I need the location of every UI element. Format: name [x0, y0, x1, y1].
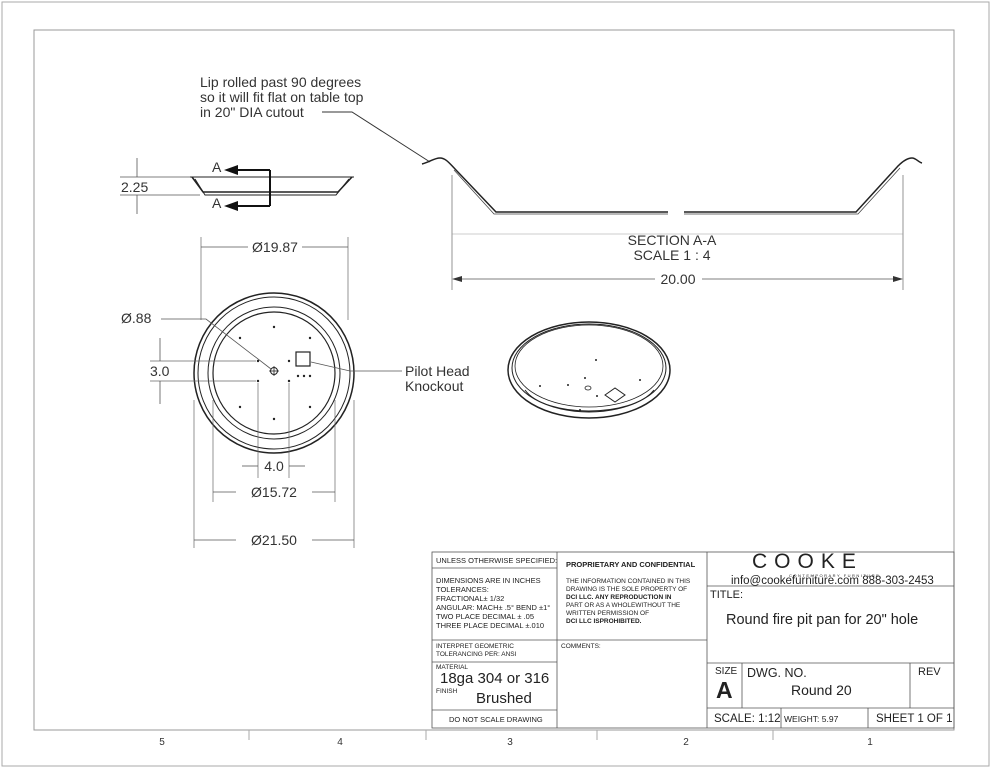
- dim-offset-y: 3.0: [150, 363, 170, 379]
- sheet-field: SHEET 1 OF 1: [876, 713, 953, 725]
- title-label: TITLE:: [710, 589, 744, 601]
- do-not-scale: DO NOT SCALE DRAWING: [449, 715, 543, 724]
- finish-label: FINISH: [436, 688, 458, 695]
- section-marker-bottom: A: [212, 195, 222, 211]
- material-label: MATERIAL: [436, 664, 469, 671]
- annotation-leader: [322, 111, 431, 163]
- dim-bottom: Ø15.72: [251, 484, 297, 500]
- title-block-grid: [431, 551, 955, 729]
- section-title: SECTION A-A: [628, 232, 717, 248]
- interpret-note: INTERPRET GEOMETRIC TOLERANCING PER: ANS…: [436, 643, 516, 659]
- size-label: SIZE: [715, 666, 738, 677]
- weight-field: WEIGHT: 5.97: [784, 714, 839, 724]
- unless-specified: UNLESS OTHERWISE SPECIFIED:: [436, 556, 558, 565]
- proprietary-line: WRITTEN PERMISSION OF: [566, 610, 650, 617]
- proprietary-title: PROPRIETARY AND CONFIDENTIAL: [566, 560, 696, 569]
- scale-field: SCALE: 1:12: [714, 713, 781, 725]
- dim-height: 2.25: [121, 179, 148, 195]
- interpret-line: INTERPRET GEOMETRIC: [436, 643, 514, 650]
- dim-note: ANGULAR: MACH± .5° BEND ±1°: [436, 603, 551, 612]
- proprietary-line: DRAWING IS THE SOLE PROPERTY OF: [566, 586, 688, 593]
- dim-note: DIMENSIONS ARE IN INCHES: [436, 576, 541, 585]
- dim-section-width: 20.00: [660, 271, 695, 287]
- zone-label-5: 5: [159, 737, 165, 748]
- annotation-line-3: in 20" DIA cutout: [200, 104, 304, 120]
- dwg-no-label: DWG. NO.: [747, 666, 807, 680]
- size-value: A: [716, 677, 733, 703]
- dim-offset-x: 4.0: [264, 458, 284, 474]
- side-view: A A 2.25: [120, 158, 354, 214]
- rev-label: REV: [918, 666, 941, 678]
- finish-value: Brushed: [476, 690, 532, 707]
- lip-annotation: Lip rolled past 90 degrees so it will fi…: [200, 74, 431, 163]
- proprietary-text: THE INFORMATION CONTAINED IN THIS DRAWIN…: [566, 578, 690, 626]
- company-logo: COOKE: [752, 550, 863, 573]
- proprietary-line: DCI LLC. ANY REPRODUCTION IN: [566, 594, 672, 601]
- top-view: Ø19.87 Ø.88 3.0 Pilot Head Knockout 4.0 …: [121, 237, 470, 548]
- material-value: 18ga 304 or 316: [440, 670, 550, 687]
- dimension-notes: DIMENSIONS ARE IN INCHES TOLERANCES: FRA…: [436, 576, 550, 630]
- proprietary-line: THE INFORMATION CONTAINED IN THIS: [566, 578, 691, 585]
- dim-outer-lip: Ø19.87: [252, 239, 298, 255]
- pilot-label-line-2: Knockout: [405, 378, 463, 394]
- annotation-line-2: so it will fit flat on table top: [200, 89, 364, 105]
- dwg-no-value: Round 20: [791, 682, 852, 698]
- interpret-line: TOLERANCING PER: ANSI: [436, 651, 517, 658]
- section-view: SECTION A-A SCALE 1 : 4 20.00: [421, 157, 923, 290]
- section-marker-top: A: [212, 159, 222, 175]
- zone-label-2: 2: [683, 737, 689, 748]
- annotation-line-1: Lip rolled past 90 degrees: [200, 74, 361, 90]
- dim-note: FRACTIONAL± 1/32: [436, 594, 505, 603]
- zone-label-3: 3: [507, 737, 513, 748]
- drawing-title: Round fire pit pan for 20" hole: [726, 612, 919, 628]
- section-scale: SCALE 1 : 4: [633, 247, 710, 263]
- proprietary-line: PART OR AS A WHOLEWITHOUT THE: [566, 602, 681, 609]
- inner-frame: [33, 29, 955, 731]
- company-tagline: CONTEMPORARY FURNITURE: [789, 573, 881, 578]
- zone-label-4: 4: [337, 737, 343, 748]
- pilot-label-line-1: Pilot Head: [405, 363, 470, 379]
- comments-label: COMMENTS:: [561, 643, 601, 650]
- isometric-view: [507, 321, 671, 419]
- dim-overall: Ø21.50: [251, 532, 297, 548]
- dim-note: TWO PLACE DECIMAL ± .05: [436, 612, 535, 621]
- contact-info: info@cookefurniture.com 888-303-2453: [731, 575, 934, 587]
- dim-knockout-hole: Ø.88: [121, 310, 152, 326]
- dim-note: TOLERANCES:: [436, 585, 489, 594]
- dim-note: THREE PLACE DECIMAL ±.010: [436, 621, 545, 630]
- proprietary-line: DCI LLC ISPROHIBITED.: [566, 618, 642, 625]
- zone-label-1: 1: [867, 737, 873, 748]
